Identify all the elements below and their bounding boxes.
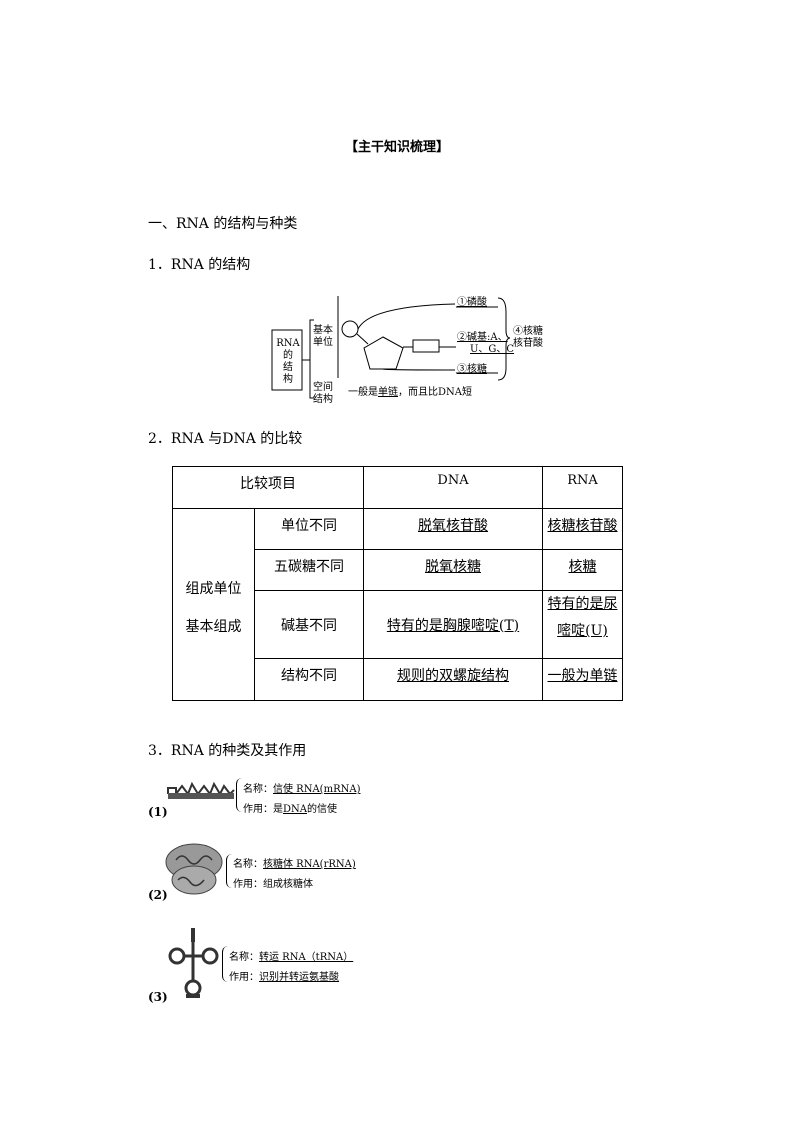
table-row: 组成单位 基本组成 单位不同 脱氧核苷酸 核糖核苷酸 [172,508,623,701]
func-underlined: DNA [283,804,307,815]
desc-text: ，而且比DNA短 [398,387,472,398]
label-line: 结构 [313,394,333,405]
base-label-2: U、G、C [470,344,515,355]
kind-2-text: 名称：核糖体 RNA(rRNA) 作用：组成核糖体 [233,855,356,895]
brace [236,778,245,812]
subsection-heading-compare: 2．RNA 与DNA 的比较 [148,431,303,447]
kind-name: 核糖体 RNA(rRNA) [263,859,356,870]
kind-name: 转运 RNA（tRNA） [259,952,354,963]
group-label: 组成单位 [185,580,242,597]
group-label-cell: 组成单位 基本组成 [172,508,255,701]
kind-name-line: 名称：信使 RNA(mRNA) [243,780,360,800]
ribose-label: ③核糖 [457,364,487,375]
box-label-line: 构 [283,374,293,385]
brace [226,854,235,888]
label: 作用： [229,972,259,983]
table-cell: 五碳糖不同 [254,549,364,591]
label: 名称： [233,859,263,870]
label-line: 单位 [313,337,333,348]
label-line: 基本 [313,325,333,336]
kind-func-line: 作用：识别并转运氨基酸 [229,968,353,988]
kind-name: 信使 RNA(mRNA) [273,784,361,795]
table-cell: 核糖核苷酸 [542,508,623,550]
header-cell: 比较项目 [172,466,364,509]
box-label-line: 的 [283,350,293,361]
kind-number: (3) [148,990,168,1004]
table-cell: 一般为单链 [542,658,623,701]
table-header-row: 比较项目 DNA RNA [172,466,623,509]
label: 名称： [243,784,273,795]
label-line: 核苷酸 [513,338,543,349]
label: 作用：是 [243,804,283,815]
diagram-lines [271,296,511,399]
box-label-line: RNA [276,338,300,349]
rna-structure-diagram: RNA 的 结 构 基本 单位 空间 结构 ①磷酸 ②碱基:A、 U、G、C ③… [270,292,560,407]
table-cell: 规则的双螺旋结构 [363,658,543,701]
table-cell: 特有的是尿 嘧啶(U) [542,590,623,659]
table-cell: 脱氧核苷酸 [363,508,543,550]
phosphate-label: ①磷酸 [457,297,487,308]
kind-name-line: 名称：核糖体 RNA(rRNA) [233,855,356,875]
comparison-table: 比较项目 DNA RNA 组成单位 基本组成 单位不同 脱氧核苷酸 核糖核苷酸 … [172,466,623,701]
table-row: 结构不同 规则的双螺旋结构 一般为单链 [173,658,623,701]
table-cell: 特有的是胸腺嘧啶(T) [363,590,543,659]
kind-number: (1) [148,805,168,819]
table-cell: 碱基不同 [254,590,364,659]
box-label-line: 结 [283,362,293,373]
ribosome-illustration [165,843,223,895]
basic-unit-label: 基本 单位 [313,325,333,349]
func-underlined: 识别并转运氨基酸 [259,972,339,983]
kind-1-text: 名称：信使 RNA(mRNA) 作用：是DNA的信使 [243,780,360,820]
space-structure-desc: 一般是单链，而且比DNA短 [348,387,472,399]
header-cell: DNA [363,466,543,509]
subsection-heading-structure: 1．RNA 的结构 [148,257,251,273]
group-label: 基本组成 [185,618,242,635]
brace [222,946,231,982]
table-cell: 结构不同 [254,658,364,701]
label: 名称： [229,952,259,963]
section-heading: 一、RNA 的结构与种类 [148,216,298,232]
kind-3-text: 名称：转运 RNA（tRNA） 作用：识别并转运氨基酸 [229,948,353,988]
rna-structure-box: RNA 的 结 构 [275,338,301,386]
desc-text: 一般是 [348,387,378,398]
page-title: 【主干知识梳理】 [344,140,449,155]
header-cell: RNA [542,466,623,509]
desc-underlined: 单链 [378,387,398,398]
kind-func-line: 作用：组成核糖体 [233,875,356,895]
table-cell: 单位不同 [254,508,364,550]
nucleotide-label: ④核糖 核苷酸 [513,326,543,350]
func-rest: 的信使 [307,804,337,815]
base-label-1: ②碱基:A、 [457,332,508,343]
cell-line: 嘧啶(U) [557,623,608,639]
mrna-illustration [167,781,235,799]
kind-number: (2) [148,888,168,902]
cell-line: 特有的是尿 [547,596,618,612]
space-structure-label: 空间 结构 [313,382,333,406]
trna-illustration [168,928,219,998]
label-line: ④核糖 [513,326,543,337]
label: 作用：组成核糖体 [233,879,313,890]
table-cell: 核糖 [542,549,623,591]
label-line: 空间 [313,382,333,393]
kind-name-line: 名称：转运 RNA（tRNA） [229,948,353,968]
subsection-heading-kinds: 3．RNA 的种类及其作用 [148,743,307,759]
kind-func-line: 作用：是DNA的信使 [243,800,360,820]
table-cell: 脱氧核糖 [363,549,543,591]
